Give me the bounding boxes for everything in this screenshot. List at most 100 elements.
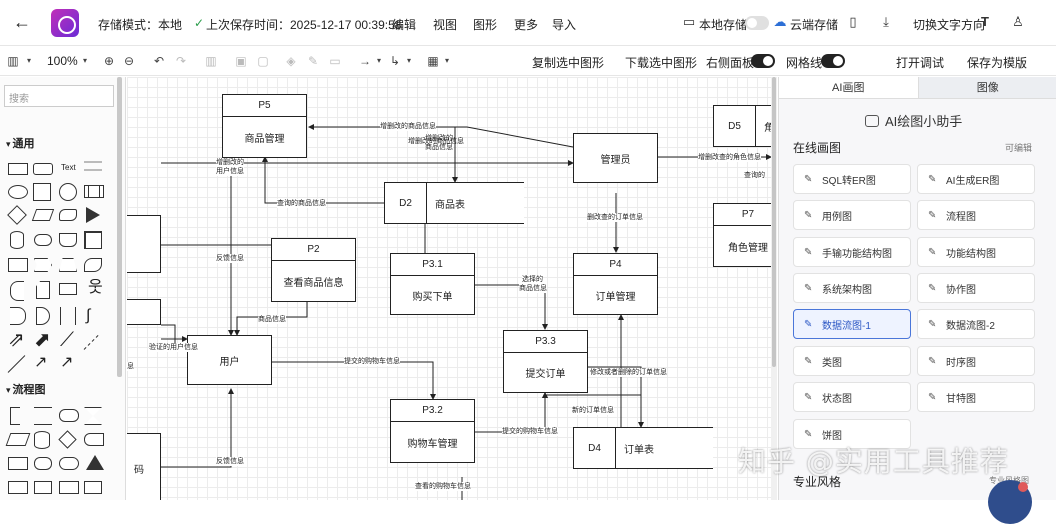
database-shape[interactable] [34,431,50,449]
grid-toggle[interactable] [821,54,845,68]
gantt-button[interactable]: ✎甘特图 [917,382,1035,412]
back-arrow-icon[interactable]: ← [12,12,32,32]
entity-user[interactable]: 用户 [187,335,272,385]
rectangle-shape[interactable] [8,163,28,175]
download-selected-button[interactable]: 下载选中图形 [625,54,697,71]
internal-storage-shape[interactable] [84,231,102,249]
waypoint-icon[interactable]: ↳ [388,54,402,68]
fill-color-icon[interactable]: ◈ [284,54,298,68]
card-shape[interactable] [36,281,50,299]
collaboration-button[interactable]: ✎协作图 [917,273,1035,303]
double-arrow-shape[interactable]: ⇗ [8,329,25,351]
stored-data-shape[interactable] [59,481,79,494]
tab-ai-draw[interactable]: AI画图 [779,77,918,98]
data-shape[interactable] [6,433,31,446]
chevron-down-icon[interactable]: ▾ [22,54,36,68]
text-shape[interactable]: Text [61,163,76,172]
table-icon[interactable]: ▦ [426,54,440,68]
actor-shape[interactable]: 웃 [88,279,103,297]
flowchart-button[interactable]: ✎流程图 [917,200,1035,230]
use-case-button[interactable]: ✎用例图 [793,200,911,230]
process-p2[interactable]: P2 查看商品信息 [271,238,356,302]
process-p7[interactable]: P7 角色管理 [713,203,771,267]
display-shape[interactable] [84,433,104,446]
table-chevron-icon[interactable]: ▾ [440,54,454,68]
triangle-shape[interactable] [86,207,100,223]
bold-arrow-shape[interactable]: ⬈ [34,329,51,351]
entity-admin[interactable]: 管理员 [573,133,658,183]
state-diagram-button[interactable]: ✎状态图 [793,382,911,412]
process-p3-2[interactable]: P3.2 购物车管理 [390,399,475,463]
copy-selected-button[interactable]: 复制选中图形 [532,54,604,71]
terminator-shape[interactable] [59,409,79,422]
entity-left-code[interactable]: 码 [127,433,161,500]
delay-shape[interactable] [36,307,50,325]
datastore-d2[interactable]: D2 商品表 [384,182,524,224]
entity-left-2[interactable] [127,299,161,325]
dashed-line-shape[interactable] [84,335,99,350]
manual-input-shape[interactable] [8,457,28,470]
section-flowchart[interactable]: ▾流程图 [6,381,46,397]
tab-image[interactable]: 图像 [918,77,1056,98]
canvas-scrollbar[interactable] [771,77,777,500]
brace-shape[interactable] [10,281,24,301]
menu-more[interactable]: 更多 [514,16,538,33]
datastore-d4[interactable]: D4 订单表 [573,427,713,469]
menu-edit[interactable]: 编辑 [392,16,416,33]
document-shape[interactable] [59,233,77,247]
to-front-icon[interactable]: ▣ [234,54,248,68]
switch-text-direction[interactable]: 切换文字方向 [913,16,985,33]
diamond-shape[interactable] [7,205,27,225]
collate-shape[interactable] [84,407,102,425]
cylinder-shape[interactable] [10,231,24,249]
undo-icon[interactable]: ↶ [152,54,166,68]
storage-toggle[interactable] [745,16,769,30]
zoom-level[interactable]: 100% [47,54,78,68]
textbox-shape[interactable] [84,161,102,171]
rounded-rectangle-shape[interactable] [33,163,53,175]
tape-shape[interactable] [84,258,102,272]
delete-icon[interactable]: ▥ [204,54,218,68]
hexagon-shape[interactable] [59,209,77,221]
sort-shape[interactable] [34,481,52,494]
process-p3-3[interactable]: P3.3 提交订单 [503,330,588,393]
process-p5[interactable]: P5 商品管理 [222,94,307,158]
zoom-in-icon[interactable]: ⊕ [102,54,116,68]
right-panel-toggle[interactable] [751,54,775,68]
shadow-icon[interactable]: ▭ [328,54,342,68]
preparation-shape[interactable] [59,457,79,470]
dataflow-1-button[interactable]: ✎数据流图-1 [793,309,911,339]
arrow-shape[interactable]: ↗ [60,353,73,373]
left-panel-scrollbar[interactable] [117,77,122,377]
entity-left-1[interactable] [127,215,161,273]
menu-view[interactable]: 视图 [433,16,457,33]
process-p4[interactable]: P4 订单管理 [573,253,658,315]
process-p3-1[interactable]: P3.1 购买下单 [390,253,475,315]
line-shape[interactable] [8,355,26,373]
off-page-shape[interactable] [84,481,102,494]
thick-line-shape[interactable]: ⟋ [60,329,74,351]
annotation-shape[interactable] [10,407,20,425]
connector-chevron-icon[interactable]: ▾ [372,54,386,68]
arrow-line-shape[interactable]: ↗ [34,353,47,373]
dataflow-2-button[interactable]: ✎数据流图-2 [917,309,1035,339]
function-structure-button[interactable]: ✎功能结构图 [917,237,1035,267]
shape-search-input[interactable]: 搜索 [4,85,114,107]
process-shape[interactable] [84,185,104,198]
waypoint-chevron-icon[interactable]: ▾ [402,54,416,68]
vertical-lines-shape[interactable] [60,307,76,325]
sequence-diagram-button[interactable]: ✎时序图 [917,346,1035,376]
menu-import[interactable]: 导入 [552,16,576,33]
extract-shape[interactable] [86,455,104,470]
cloud-shape[interactable] [34,234,52,246]
parallelogram-shape[interactable] [32,209,54,221]
decision-shape[interactable] [58,430,76,448]
download-icon[interactable]: ⤓ [878,14,894,30]
to-back-icon[interactable]: ▢ [256,54,270,68]
circle-shape[interactable] [59,183,77,201]
manual-function-structure-button[interactable]: ✎手输功能结构图 [793,237,911,267]
save-template-button[interactable]: 保存为模版 [967,54,1027,71]
diagram-canvas[interactable]: P5 商品管理 P2 查看商品信息 P3.1 购买下单 P3.3 提交订单 P3… [127,77,771,500]
open-debug-button[interactable]: 打开调试 [896,54,944,71]
sql-to-er-button[interactable]: ✎SQL转ER图 [793,164,911,194]
